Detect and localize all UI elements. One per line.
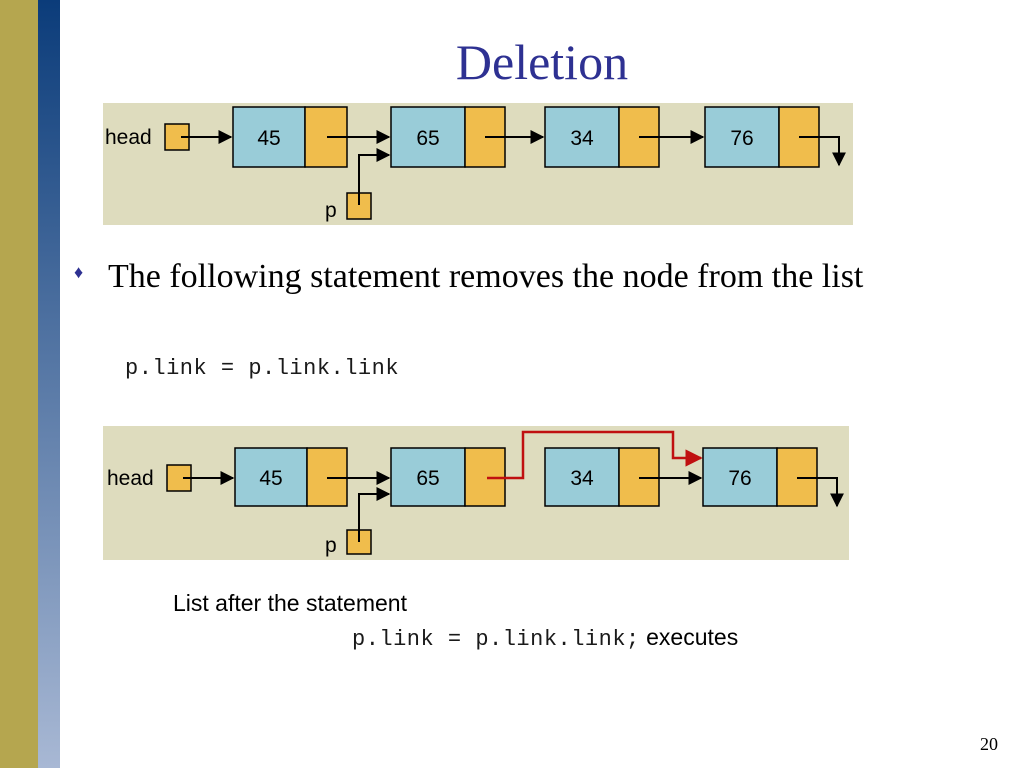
node-value-box <box>234 447 308 507</box>
slide-title: Deletion <box>455 34 629 90</box>
code-statement: p.link = p.link.link <box>125 356 400 381</box>
head-label: head <box>107 467 154 490</box>
node-value-label: 45 <box>257 127 280 150</box>
head-label: head <box>105 126 152 149</box>
p-arrow <box>358 487 391 542</box>
node-value-box <box>544 447 620 507</box>
left-blue-gradient-band <box>38 0 60 768</box>
caption-line-1: List after the statement <box>173 590 407 616</box>
node-value-label: 76 <box>728 467 751 490</box>
page-number: 20 <box>980 734 998 754</box>
p-arrow <box>358 148 391 205</box>
node-value-box <box>544 106 620 168</box>
p-label: p <box>325 534 337 557</box>
node-value-label: 34 <box>570 467 594 490</box>
node-value-box <box>232 106 306 168</box>
node-value-box <box>390 447 466 507</box>
node-value-label: 45 <box>259 467 282 490</box>
diamond-bullet-icon: ♦ <box>74 262 84 282</box>
caption-suffix: executes <box>646 624 739 650</box>
node-value-box <box>702 447 778 507</box>
left-olive-band <box>0 0 38 768</box>
null-arrow <box>797 477 844 508</box>
node-value-label: 34 <box>570 127 594 150</box>
caption-line-2: p.link = p.link.link; executes <box>352 624 738 652</box>
bypass-link-arrow <box>487 430 703 480</box>
node-value-label: 76 <box>730 127 753 150</box>
null-arrow <box>799 136 846 167</box>
caption-code: p.link = p.link.link; <box>352 627 640 652</box>
list-diagram-before: head 45 65 34 76 p <box>103 103 853 225</box>
bullet-text: The following statement removes the node… <box>108 258 864 295</box>
node-value-label: 65 <box>416 467 439 490</box>
list-diagram-after: head 45 65 34 76 p <box>103 426 849 560</box>
p-label: p <box>325 199 337 222</box>
node-value-label: 65 <box>416 127 439 150</box>
